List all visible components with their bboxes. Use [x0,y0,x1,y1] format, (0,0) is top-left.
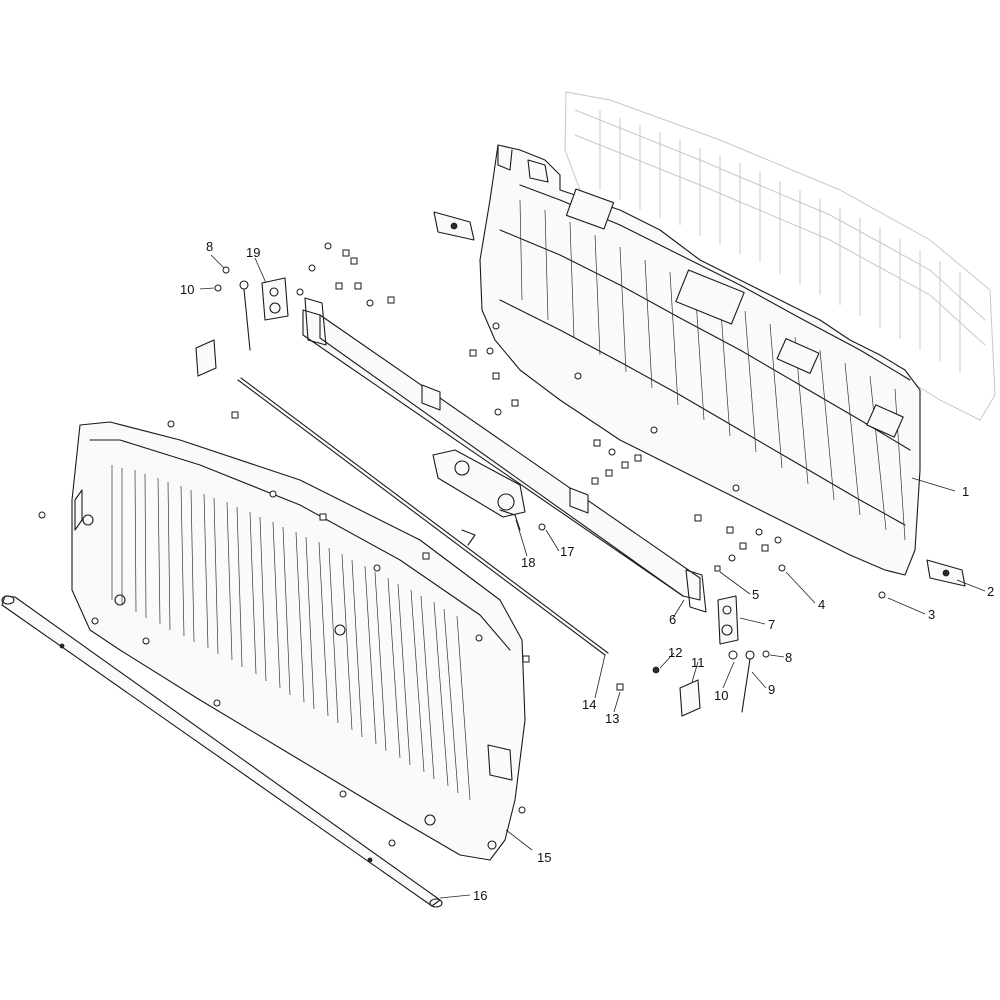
callout-4: 4 [818,597,825,612]
center-handle-bracket [432,449,526,531]
callout-10-right: 10 [714,688,728,703]
latch-linkage-bar [302,297,707,613]
latch-assembly-right [717,595,739,645]
callout-16: 16 [473,888,487,903]
callout-19: 19 [246,245,260,260]
striker-bracket-left [195,339,217,377]
release-rod [237,377,609,656]
callout-8-left: 8 [206,239,213,254]
callout-18: 18 [521,555,535,570]
callout-5: 5 [752,587,759,602]
latch-assembly-left [261,277,289,321]
callout-15: 15 [537,850,551,865]
callout-14: 14 [582,697,596,712]
leader-lines [199,254,986,899]
reflector-pad-left [433,211,475,241]
reflector-pad-right [926,559,966,587]
callout-13: 13 [605,711,619,726]
callout-3: 3 [928,607,935,622]
callout-12: 12 [668,645,682,660]
callout-9: 9 [768,682,775,697]
callout-8-right: 8 [785,650,792,665]
striker-bracket-right [679,679,701,717]
callout-2: 2 [987,584,994,599]
callout-labels: 1 2 3 4 5 6 7 8 9 10 11 12 13 14 15 16 1… [180,239,994,903]
fastener-group [38,242,886,847]
callout-11: 11 [691,655,705,670]
callout-10-left: 10 [180,282,194,297]
callout-1: 1 [962,484,969,499]
bottom-trim-tube [1,595,443,908]
callout-7: 7 [768,617,775,632]
callout-6: 6 [669,612,676,627]
inner-tailgate-panel [479,144,921,576]
release-cable-right [741,650,755,713]
callout-17: 17 [560,544,574,559]
release-cable-left [239,280,251,351]
outer-tailgate-skin [71,421,526,861]
